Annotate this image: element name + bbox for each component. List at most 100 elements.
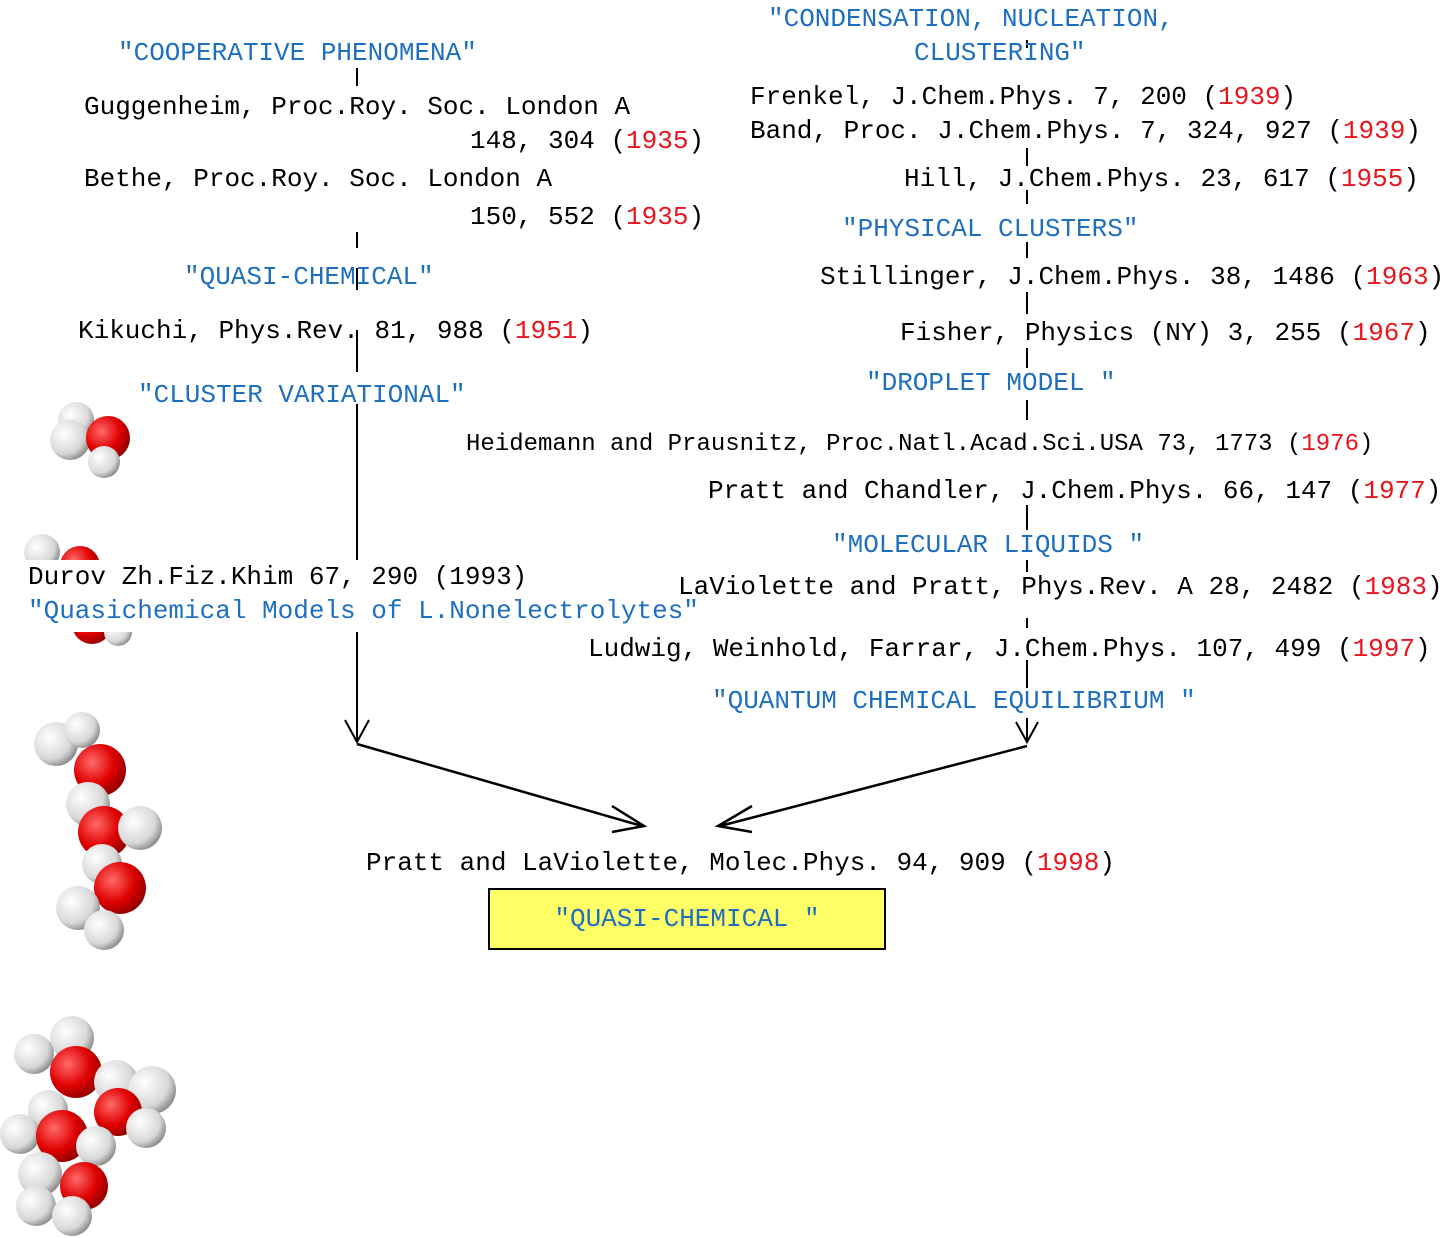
ref-bethe-line2: 150, 552 (1935) [470, 202, 704, 232]
ref-author: Pratt and LaViolette, [366, 848, 694, 878]
ref-year: 1935 [626, 202, 689, 232]
ref-pratt-chandler: Pratt and Chandler, J.Chem.Phys. 66, 147… [708, 476, 1441, 506]
water-trimer-icon [34, 712, 162, 950]
ref-year-open: ( [1286, 431, 1302, 458]
ref-year-close: ) [1425, 476, 1442, 506]
ref-pratt-laviolette: Pratt and LaViolette, Molec.Phys. 94, 90… [366, 848, 1115, 878]
ref-volume: 66, 147 [1222, 476, 1333, 506]
ref-year: 1998 [1036, 848, 1100, 878]
ref-year: 1939 [1218, 82, 1281, 112]
ref-hill: Hill, J.Chem.Phys. 23, 617 (1955) [904, 164, 1419, 194]
ref-journal: Phys.Rev. A [1021, 572, 1193, 602]
ref-journal: J.Chem.Phys. [997, 164, 1185, 194]
ref-author: Kikuchi, [78, 316, 203, 346]
ref-year-close: ) [1415, 634, 1431, 664]
ref-author: Fisher, [900, 318, 1010, 348]
ref-volume: 148, 304 [470, 126, 595, 156]
ref-year-close: ) [1358, 431, 1374, 458]
ref-year-open: ( [1350, 262, 1367, 292]
ref-fisher: Fisher, Physics (NY) 3, 255 (1967) [900, 318, 1431, 348]
water-cluster-icon [0, 1016, 176, 1236]
ref-year-open: ( [610, 126, 627, 156]
ref-year-close: ) [1280, 82, 1297, 112]
ref-year-close: ) [1099, 848, 1115, 878]
ref-ludwig: Ludwig, Weinhold, Farrar, J.Chem.Phys. 1… [588, 634, 1431, 664]
quasi-chemical-result-label: "QUASI-CHEMICAL " [554, 904, 820, 934]
ref-volume: 23, 617 [1200, 164, 1310, 194]
ref-year: 1963 [1366, 262, 1429, 292]
clustering-heading: CLUSTERING" [914, 38, 1086, 68]
durov-title: "Quasichemical Models of L.Nonelectrolyt… [28, 596, 699, 626]
ref-year-close: ) [688, 202, 705, 232]
ref-journal: J.Chem.Phys. [890, 82, 1078, 112]
ref-year-open: ( [1347, 476, 1364, 506]
ref-author: Frenkel, [750, 82, 875, 112]
ref-journal: Proc.Roy. Soc. London A [271, 92, 631, 122]
ref-volume: 150, 552 [470, 202, 595, 232]
ref-journal: J.Chem.Phys. [1020, 476, 1208, 506]
condensation-heading: "CONDENSATION, NUCLEATION, [768, 4, 1174, 34]
ref-volume: 94, 909 [896, 848, 1006, 878]
ref-author: Hill, [904, 164, 983, 194]
ref-year: 1977 [1363, 476, 1426, 506]
ref-journal: Physics (NY) [1024, 318, 1213, 348]
ref-year-open: ( [1202, 82, 1219, 112]
ref-year-open: ( [499, 316, 515, 346]
ref-year: 1935 [626, 126, 689, 156]
ref-year-close: ) [577, 316, 593, 346]
ref-year: 1997 [1352, 634, 1415, 664]
ref-journal: J.Chem.Phys. [1007, 262, 1195, 292]
ref-durov: Durov Zh.Fiz.Khim 67, 290 (1993) [28, 562, 528, 592]
ref-year-close: ) [1414, 318, 1431, 348]
ref-year-close: ) [1405, 116, 1421, 146]
ref-year-open: ( [1336, 634, 1353, 664]
ref-frenkel: Frenkel, J.Chem.Phys. 7, 200 (1939) [750, 82, 1296, 112]
ref-year: 1983 [1364, 572, 1427, 602]
quantum-chemical-heading: "QUANTUM CHEMICAL EQUILIBRIUM " [712, 686, 1196, 716]
ref-year: 1939 [1342, 116, 1406, 146]
cluster-variational-heading: "CLUSTER VARIATIONAL" [138, 380, 466, 410]
ref-year-close: ) [1426, 572, 1443, 602]
ref-year-open: ( [610, 202, 627, 232]
ref-journal: Phys.Rev. [218, 316, 359, 346]
ref-guggenheim-line1: Guggenheim, Proc.Roy. Soc. London A [84, 92, 630, 122]
ref-author: LaViolette and Pratt, [678, 572, 1006, 602]
ref-author: Guggenheim, [84, 92, 256, 122]
ref-year-close: ) [1403, 164, 1419, 194]
ref-volume: 73, 1773 [1157, 431, 1273, 458]
ref-band: Band, Proc. J.Chem.Phys. 7, 324, 927 (19… [750, 116, 1421, 146]
ref-kikuchi: Kikuchi, Phys.Rev. 81, 988 (1951) [78, 316, 593, 346]
ref-journal: Proc.Roy. Soc. London A [193, 164, 553, 194]
ref-year-open: ( [1325, 164, 1341, 194]
durov-overlay [18, 560, 578, 632]
ref-author: Bethe, [84, 164, 178, 194]
ref-year: 1967 [1352, 318, 1415, 348]
molecular-liquids-heading: "MOLECULAR LIQUIDS " [832, 530, 1145, 560]
ref-laviolette-pratt: LaViolette and Pratt, Phys.Rev. A 28, 24… [678, 572, 1443, 602]
ref-author: Pratt and Chandler, [708, 476, 1005, 506]
ref-year-open: ( [1021, 848, 1037, 878]
ref-journal: J.Chem.Phys. [993, 634, 1181, 664]
ref-year-open: ( [1336, 318, 1353, 348]
ref-journal: Molec.Phys. [709, 848, 881, 878]
ref-year: 1951 [514, 316, 578, 346]
water-monomer-icon [50, 402, 130, 478]
ref-author: Band, [750, 116, 829, 146]
ref-year-close: ) [1428, 262, 1444, 292]
quasi-chemical-result-box: "QUASI-CHEMICAL " [488, 888, 886, 950]
ref-bethe-line1: Bethe, Proc.Roy. Soc. London A [84, 164, 552, 194]
ref-heidemann: Heidemann and Prausnitz, Proc.Natl.Acad.… [466, 430, 1373, 460]
droplet-model-heading: "DROPLET MODEL " [866, 368, 1116, 398]
ref-author: Ludwig, Weinhold, Farrar, [588, 634, 979, 664]
quasi-chemical-heading: "QUASI-CHEMICAL" [184, 262, 434, 292]
ref-journal: Proc.Natl.Acad.Sci.USA [826, 431, 1143, 458]
ref-year-open: ( [1348, 572, 1365, 602]
ref-stillinger: Stillinger, J.Chem.Phys. 38, 1486 (1963) [820, 262, 1444, 292]
ref-year: 1955 [1340, 164, 1404, 194]
ref-volume: 3, 255 [1227, 318, 1322, 348]
ref-volume: 38, 1486 [1210, 262, 1335, 292]
ref-year: 1976 [1301, 431, 1359, 458]
ref-volume: 28, 2482 [1208, 572, 1334, 602]
ref-journal: Proc. J.Chem.Phys. [843, 116, 1125, 146]
physical-clusters-heading: "PHYSICAL CLUSTERS" [842, 214, 1139, 244]
